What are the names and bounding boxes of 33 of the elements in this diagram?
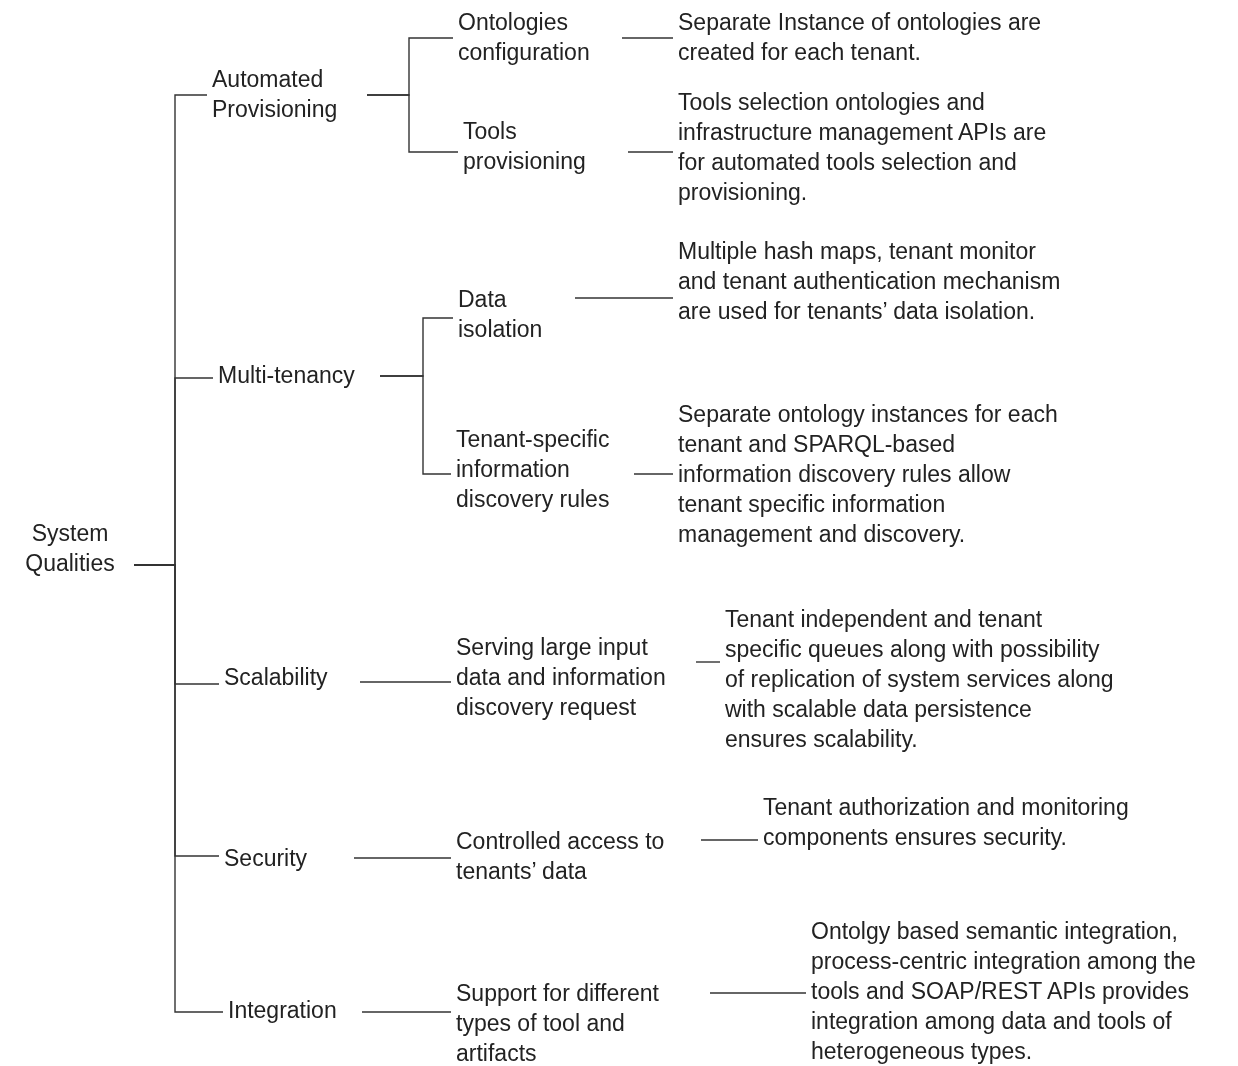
branch-text: Ontolgy based semantic integration, process-centric integration among the tools and SOAP/REST APIs provides integration among data and tools of heterogeneous types. — [811, 916, 1237, 1066]
branch-text: Separate Instance of ontologies are created for each tenant. — [678, 7, 1050, 67]
branch-text: Support for different types of tool and artifacts — [456, 978, 708, 1066]
connector-line — [366, 94, 459, 153]
connector-line — [700, 839, 759, 841]
connector-line — [133, 564, 224, 1013]
connector-line — [574, 297, 674, 299]
connector-line — [379, 375, 452, 475]
branch-text: Serving large input data and information discovery request — [456, 632, 694, 722]
branch-text: Multi-tenancy — [218, 360, 378, 390]
branch-text: Scalability — [224, 662, 358, 692]
branch-text: Multiple hash maps, tenant monitor and tenant authentication mechanism are used for tenants’ data isolation. — [678, 236, 1068, 326]
branch-text: Automated Provisioning — [212, 64, 365, 124]
branch-text: Ontologies configuration — [458, 7, 620, 67]
branch-text: Integration — [228, 995, 360, 1025]
connector-line — [621, 37, 674, 39]
connector-line — [709, 992, 807, 994]
branch-text: Security — [224, 843, 352, 873]
connector-line — [353, 857, 452, 859]
connector-line — [361, 1011, 452, 1013]
connector-line — [627, 151, 674, 153]
branch-text: System Qualities — [8, 518, 132, 578]
branch-text: Tools provisioning — [463, 116, 626, 176]
connector-line — [633, 473, 674, 475]
branch-text: Tenant-specific information discovery rules — [456, 424, 632, 514]
branch-text: Data isolation — [458, 284, 573, 344]
branch-text: Tenant authorization and monitoring components ensures security. — [763, 792, 1143, 852]
branch-text: Separate ontology instances for each tenant and SPARQL-based information discovery rules allow tenant specific information management and discovery. — [678, 399, 1063, 549]
connector-line — [695, 661, 721, 663]
branch-text: Tools selection ontologies and infrastructure management APIs are for automated tools selection and provisioning. — [678, 87, 1063, 207]
connector-line — [359, 681, 452, 683]
branch-text: Controlled access to tenants’ data — [456, 826, 699, 886]
branch-text: Tenant independent and tenant specific queues along with possibility of replication of system services along with scalable data persistence ensures scalability. — [725, 604, 1117, 754]
